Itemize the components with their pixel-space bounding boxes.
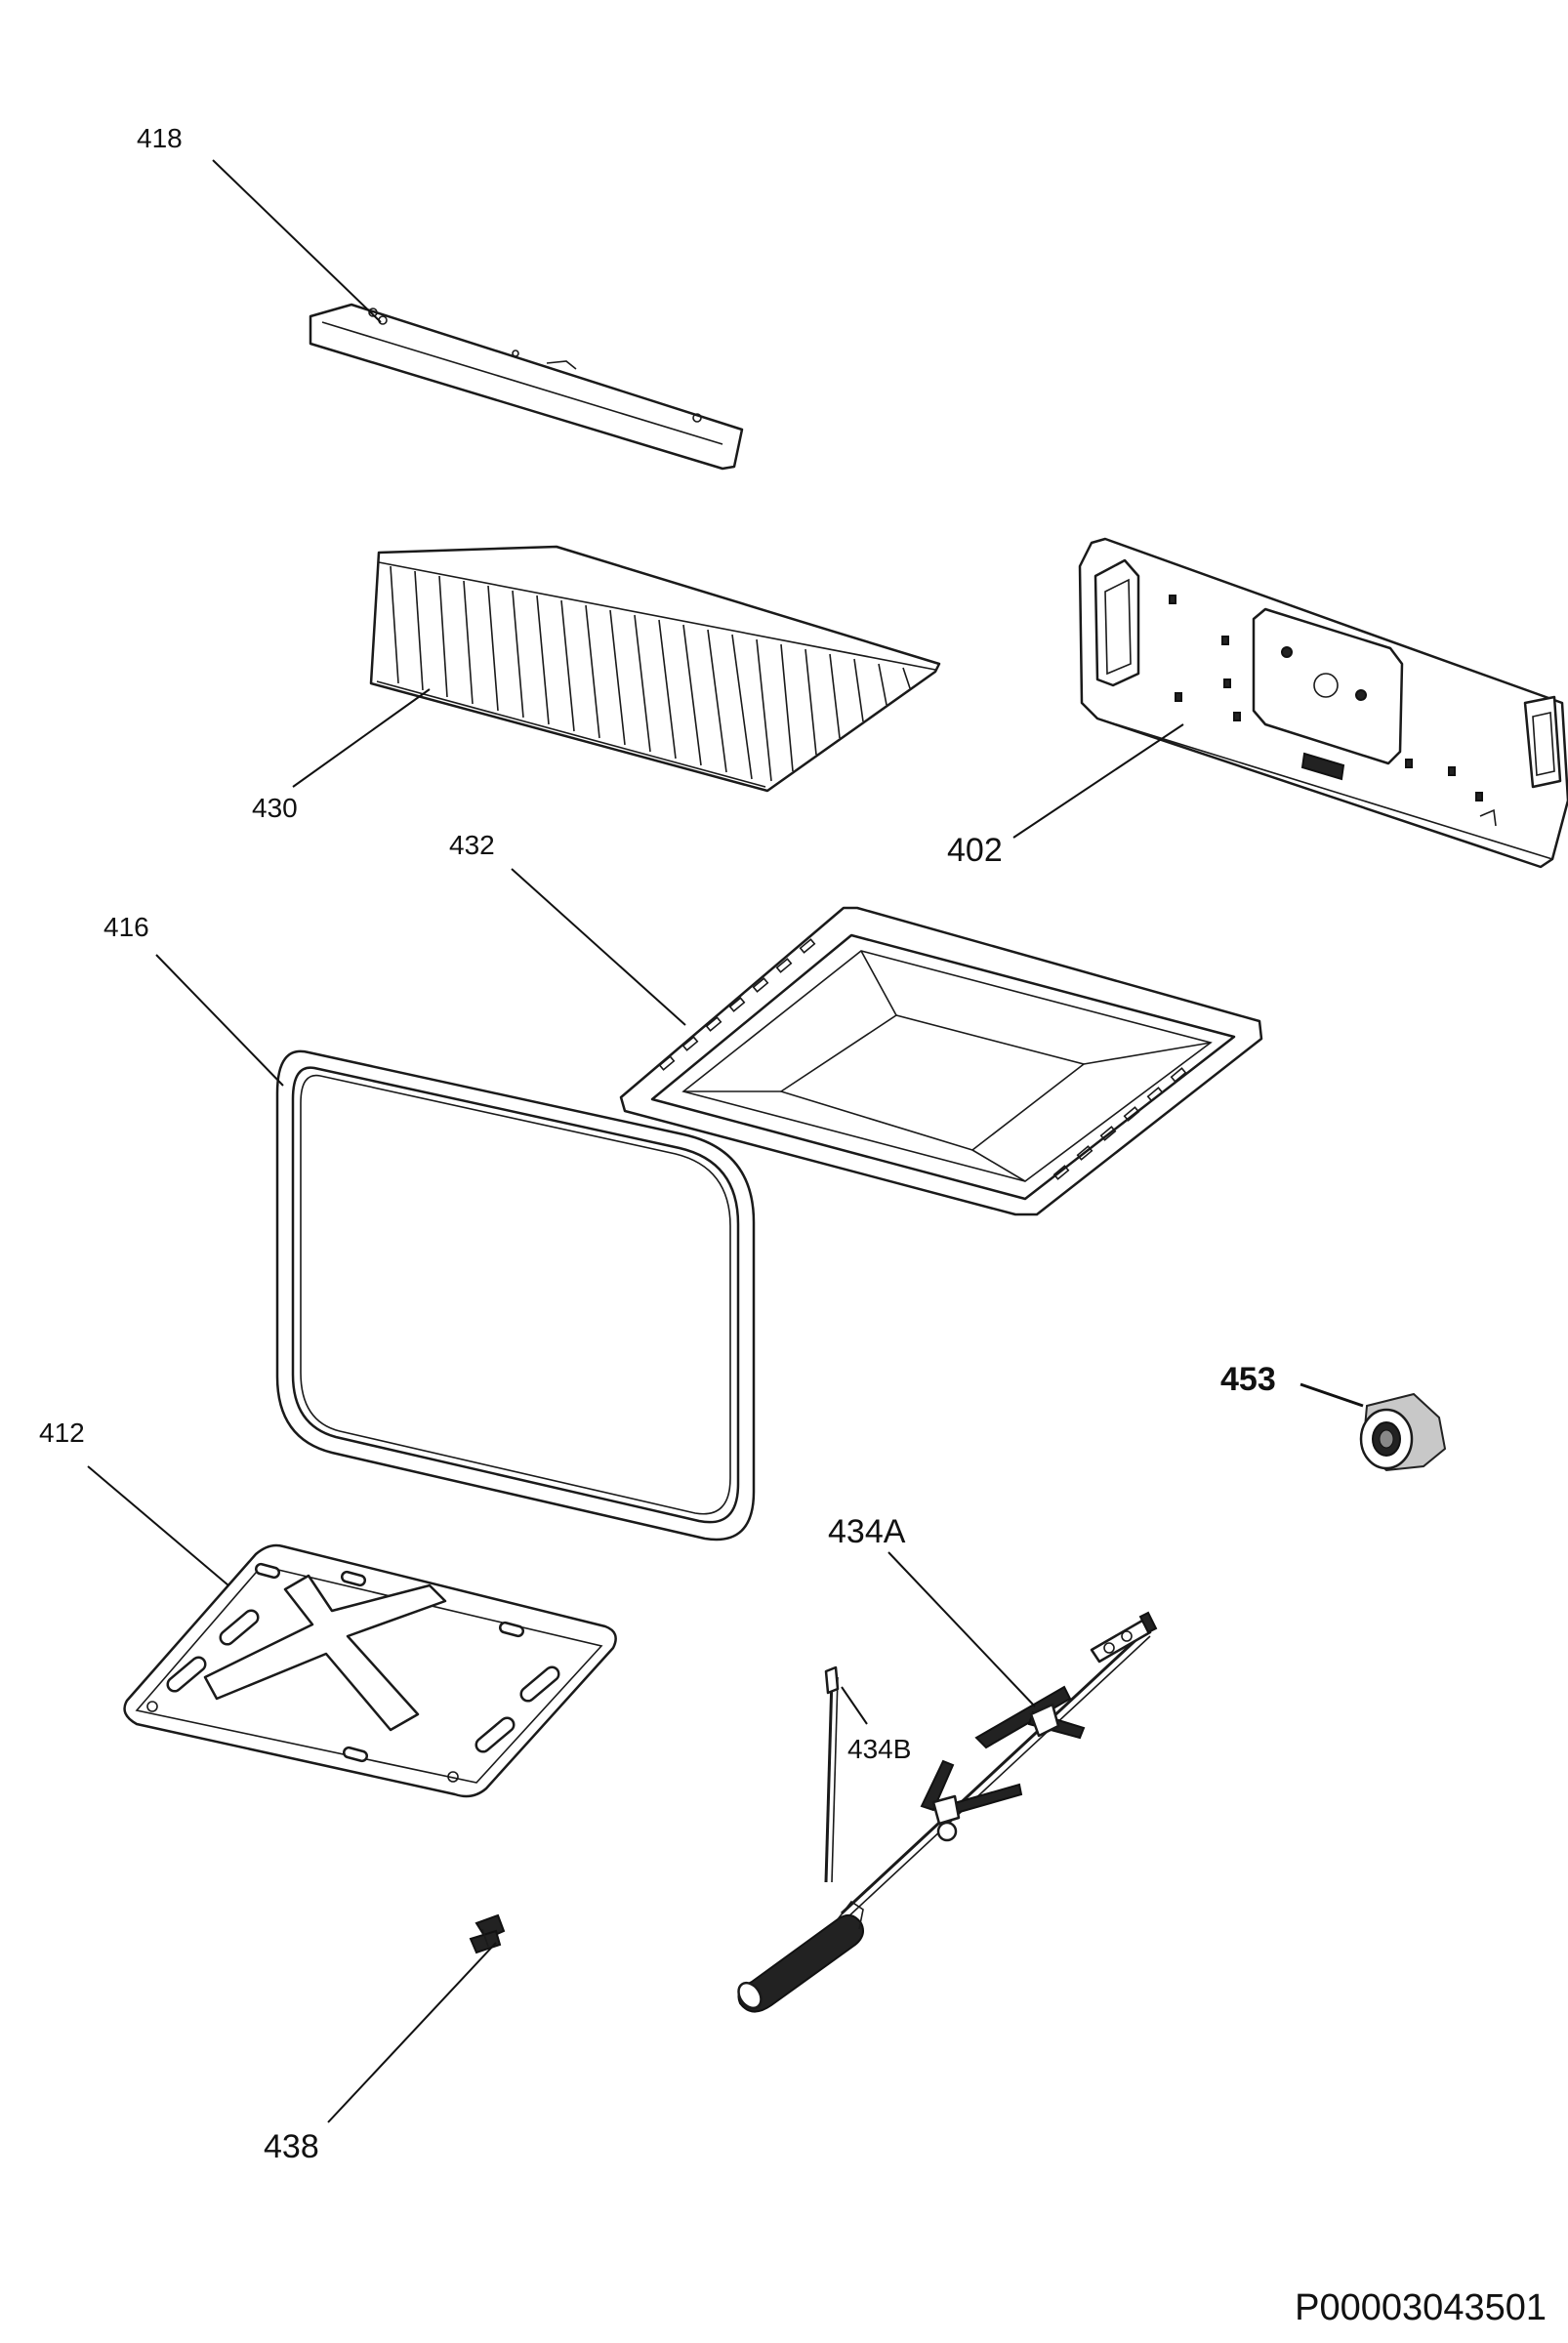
part-416-door-gasket [275,1049,756,1541]
leader-434a [887,1551,1036,1707]
label-418: 418 [137,123,183,153]
label-416: 416 [103,912,149,942]
label-434b: 434B [847,1734,912,1764]
label-434a: 434A [828,1513,906,1550]
document-number: P00003043501 [1295,2287,1547,2328]
leader-432 [511,868,686,1026]
leader-453 [1300,1382,1364,1408]
part-432-baking-tray [619,906,1263,1216]
leader-430 [292,688,431,788]
leader-438 [327,1942,497,2123]
part-438-clip [469,1913,506,1954]
part-418-trim-rail [309,303,744,471]
leader-416 [155,954,284,1087]
part-402-back-panel [1078,537,1568,869]
label-453: 453 [1220,1361,1276,1398]
leader-402 [1012,723,1184,839]
label-432: 432 [449,830,495,860]
label-412: 412 [39,1418,85,1448]
label-402: 402 [947,832,1003,869]
leader-418 [212,159,382,323]
part-430-wire-shelf [369,545,941,793]
part-412-base-plate [123,1543,617,1798]
leader-434b [841,1686,868,1725]
part-453-lamp-holder [1359,1392,1447,1472]
label-430: 430 [252,793,298,823]
label-438: 438 [264,2128,319,2165]
part-434-rotisserie-spit [737,1611,1158,2013]
leader-412 [87,1465,229,1586]
